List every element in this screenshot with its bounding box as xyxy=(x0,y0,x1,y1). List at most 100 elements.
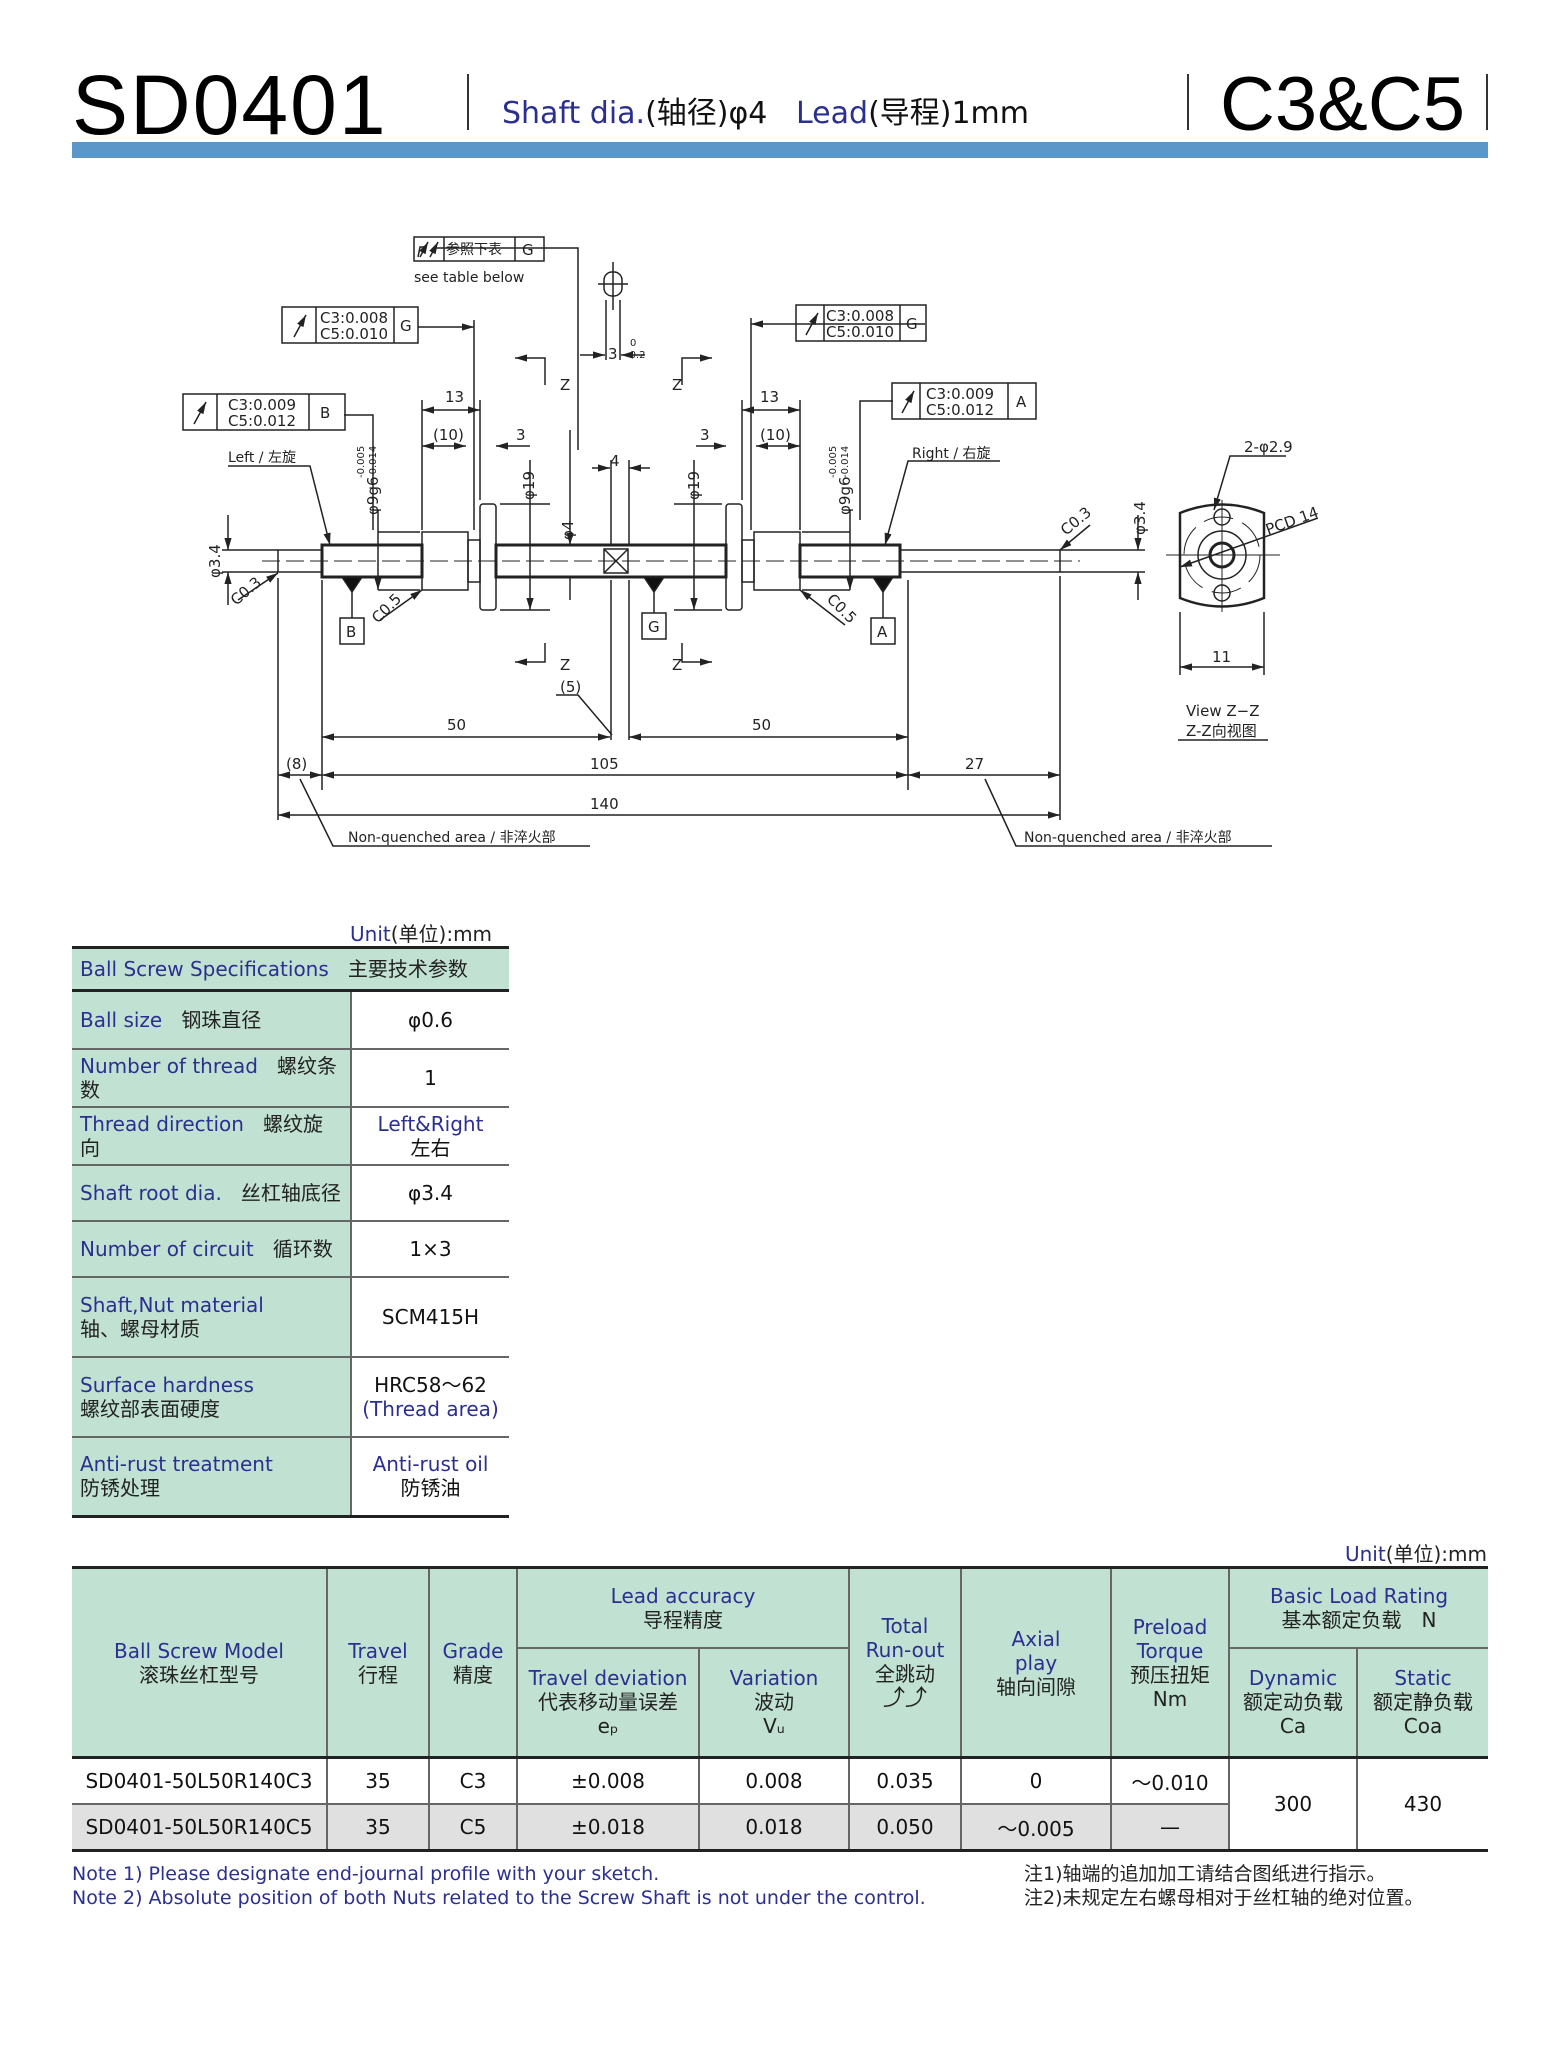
gdt-top-caption: see table below xyxy=(414,270,524,286)
cell-grade: C3 xyxy=(428,1756,518,1805)
right-journal xyxy=(899,549,1061,573)
header-specs: Shaft dia.(轴径)φ4 Lead(导程)1mm xyxy=(502,94,1029,134)
page-header: SD0401 Shaft dia.(轴径)φ4 Lead(导程)1mm C3&C… xyxy=(72,60,1488,160)
spec-row: Number of thread 螺纹条数 1 xyxy=(72,1048,509,1108)
total-runout-icon: ⤴⤴ xyxy=(882,1686,927,1711)
spec-row: Number of circuit 循环数 1×3 xyxy=(72,1220,509,1278)
header-text: Run-out xyxy=(865,1638,945,1662)
header-text: Travel xyxy=(348,1638,408,1663)
datum-a-label: A xyxy=(877,623,888,641)
spec-header-cn: 主要技术参数 xyxy=(347,957,468,981)
notes-english: Note 1) Please designate end-journal pro… xyxy=(72,1862,926,1910)
unit-suffix: :mm xyxy=(446,922,493,946)
shaft-dia-label: Shaft dia. xyxy=(502,96,646,131)
dim-13-left: 13 xyxy=(445,388,464,406)
dim-105: 105 xyxy=(590,755,619,773)
dim-140: 140 xyxy=(590,795,619,813)
grade-title: C3&C5 xyxy=(1220,62,1465,147)
engineering-drawing: 参照下表 G see table below C3:0.008 C5:0.010… xyxy=(182,236,1321,847)
gdt-frame-left-g xyxy=(281,306,419,344)
header-text: Ca xyxy=(1279,1714,1307,1739)
header-text: Total xyxy=(881,1614,929,1638)
unit-label: Unit(单位):mm xyxy=(350,918,492,947)
header-text: Variation xyxy=(729,1666,819,1691)
header-text: 滚珠丝杠型号 xyxy=(139,1662,259,1687)
unit-suffix: :mm xyxy=(1441,1542,1487,1566)
unit-label: Unit(单位):mm xyxy=(1345,1538,1487,1567)
spec-value: 1 xyxy=(351,1048,509,1108)
header-text: eₚ xyxy=(597,1714,619,1739)
gdt-top-text: 参照下表 xyxy=(446,241,502,258)
note-1-cn: 注1)轴端的追加加工请结合图纸进行指示。 xyxy=(1024,1863,1386,1885)
accent-bar xyxy=(72,142,1488,158)
dim-5: (5) xyxy=(560,678,581,696)
header-divider xyxy=(467,74,469,130)
phi34-right: φ3.4 xyxy=(1131,501,1149,535)
header-text: Vᵤ xyxy=(763,1714,785,1739)
header-text: 代表移动量误差 xyxy=(538,1690,678,1715)
header-text: Travel deviation xyxy=(528,1666,688,1691)
spec-value-cn: 防锈油 xyxy=(400,1476,461,1501)
spec-label-en: Thread direction xyxy=(80,1111,244,1136)
cell-preload: ～0.010 xyxy=(1110,1756,1230,1805)
header-text: play xyxy=(1014,1650,1058,1675)
non-quenched-right: Non-quenched area / 非淬火部 xyxy=(1024,830,1232,846)
lead-label: Lead xyxy=(795,96,869,131)
unit-cn: (单位) xyxy=(390,922,447,946)
table-row: SD0401-50L50R140C5 35 C5 ±0.018 0.018 0.… xyxy=(72,1803,1488,1852)
spec-row: Ball size 钢珠直径 φ0.6 xyxy=(72,990,509,1050)
spec-label-en: Surface hardness xyxy=(80,1372,254,1397)
note-2: Note 2) Absolute position of both Nuts r… xyxy=(72,1887,926,1909)
left-nut-flange xyxy=(479,503,497,611)
spec-value-cn: 左右 xyxy=(410,1135,451,1160)
note-2-cn: 注2)未规定左右螺母相对于丝杠轴的绝对位置。 xyxy=(1024,1887,1424,1909)
z-mark: Z xyxy=(672,656,682,674)
datum-a-box xyxy=(870,617,896,645)
header-text: Grade xyxy=(442,1638,504,1663)
non-quenched-left: Non-quenched area / 非淬火部 xyxy=(348,830,556,846)
header-text: 导程精度 xyxy=(643,1607,723,1632)
gdt-right-a-line2: C5:0.012 xyxy=(926,401,994,419)
right-thread-label: Right / 右旋 xyxy=(912,446,990,462)
dim-27: 27 xyxy=(965,755,984,773)
dim-10-right: (10) xyxy=(760,426,791,444)
spec-label-cn: 钢珠直径 xyxy=(181,1007,262,1032)
view-label-cn: Z-Z向视图 xyxy=(1186,722,1257,740)
cell-vu: 0.018 xyxy=(698,1803,850,1852)
header-text: 精度 xyxy=(453,1662,493,1687)
gdt-left-b-line2: C5:0.012 xyxy=(228,412,296,430)
gdt-frame-top xyxy=(413,236,545,262)
c03-right: C0.3 xyxy=(1057,503,1095,539)
cell-model: SD0401-50L50R140C5 xyxy=(72,1803,328,1852)
cell-preload: — xyxy=(1110,1803,1229,1852)
phi34-left: φ3.4 xyxy=(206,544,224,578)
spec-row: Shaft root dia. 丝杠轴底径 φ3.4 xyxy=(72,1164,509,1222)
cell-ep: ±0.018 xyxy=(516,1803,700,1852)
header-text: 额定静负载 xyxy=(1373,1690,1473,1715)
header-text: Dynamic xyxy=(1248,1666,1338,1691)
header-text: 基本额定负载 N xyxy=(1281,1607,1437,1632)
spec-value: φ3.4 xyxy=(351,1164,509,1222)
header-text: Coa xyxy=(1403,1714,1443,1739)
note-1: Note 1) Please designate end-journal pro… xyxy=(72,1863,660,1885)
cell-runout: 0.035 xyxy=(848,1756,962,1805)
spec-header-en: Ball Screw Specifications xyxy=(80,957,329,981)
table-row: SD0401-50L50R140C3 35 C3 ±0.008 0.008 0.… xyxy=(72,1756,1488,1852)
header-text: 行程 xyxy=(358,1662,398,1687)
gdt-top-datum: G xyxy=(522,241,534,259)
spec-value-en: Anti-rust oil xyxy=(372,1452,489,1477)
notes-chinese: 注1)轴端的追加加工请结合图纸进行指示。 注2)未规定左右螺母相对于丝杠轴的绝对… xyxy=(1024,1862,1424,1910)
cell-ca: 300 xyxy=(1228,1756,1358,1852)
phi9g6-left: φ9g6 xyxy=(364,476,382,515)
c05-left: C0.5 xyxy=(368,590,405,627)
spec-value: 1×3 xyxy=(351,1220,509,1278)
